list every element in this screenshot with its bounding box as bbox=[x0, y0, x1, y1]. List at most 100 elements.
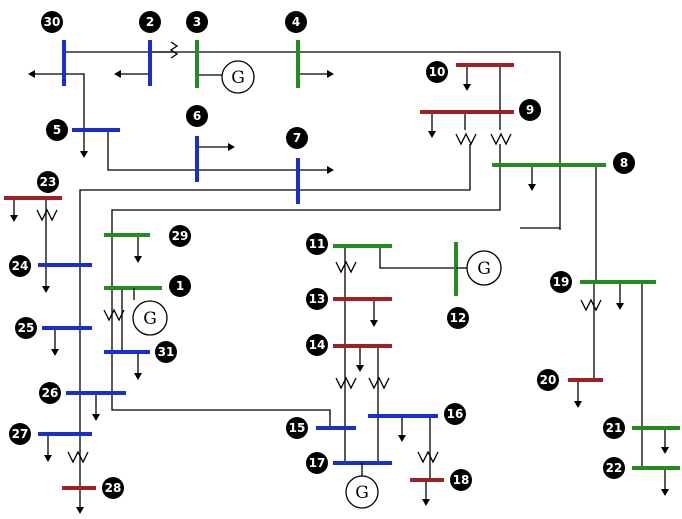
svg-text:12: 12 bbox=[450, 311, 467, 325]
load-arrow-14 bbox=[356, 346, 364, 372]
bus-badge-29: 29 bbox=[169, 225, 191, 247]
line-26-15 bbox=[111, 393, 331, 428]
line-5-7 bbox=[107, 130, 298, 171]
generator-bus-3-icon: G bbox=[221, 60, 255, 94]
svg-text:11: 11 bbox=[309, 237, 326, 251]
load-arrow-22 bbox=[661, 468, 669, 496]
bus-badge-4: 4 bbox=[285, 11, 307, 33]
load-arrow-21 bbox=[661, 428, 669, 454]
load-arrow-26 bbox=[92, 393, 100, 421]
svg-text:9: 9 bbox=[526, 103, 534, 117]
load-arrow-18 bbox=[422, 480, 430, 506]
svg-text:28: 28 bbox=[105, 481, 122, 495]
transformer-1-gen-icon bbox=[103, 308, 125, 322]
bus-badge-26: 26 bbox=[39, 382, 61, 404]
bus-badge-30: 30 bbox=[41, 11, 63, 33]
svg-text:19: 19 bbox=[553, 275, 570, 289]
generator-symbol: G bbox=[355, 483, 369, 503]
load-arrow-20 bbox=[574, 380, 582, 408]
svg-text:5: 5 bbox=[53, 123, 61, 137]
transformer-16-18-icon bbox=[417, 450, 439, 464]
svg-text:13: 13 bbox=[309, 292, 326, 306]
svg-text:3: 3 bbox=[193, 15, 201, 29]
svg-text:10: 10 bbox=[429, 65, 446, 79]
bus-badge-7: 7 bbox=[286, 127, 308, 149]
svg-text:30: 30 bbox=[44, 15, 61, 29]
generator-bus-1-icon: G bbox=[132, 288, 168, 336]
bus-badge-10: 10 bbox=[426, 61, 448, 83]
transformer-9-8a-icon bbox=[455, 132, 477, 146]
svg-text:17: 17 bbox=[309, 456, 326, 470]
bus-bars bbox=[4, 40, 680, 490]
svg-text:29: 29 bbox=[172, 229, 189, 243]
svg-text:1: 1 bbox=[176, 279, 184, 293]
load-arrow-8 bbox=[528, 165, 536, 191]
svg-text:6: 6 bbox=[193, 109, 201, 123]
generator-symbol: G bbox=[231, 68, 245, 88]
load-arrow-2 bbox=[114, 70, 150, 78]
transformer-14-16-icon bbox=[368, 376, 390, 390]
bus-badge-14: 14 bbox=[306, 334, 328, 356]
svg-text:25: 25 bbox=[18, 321, 35, 335]
svg-text:24: 24 bbox=[12, 259, 29, 273]
load-arrow-28-column bbox=[76, 490, 84, 514]
transformer-27-28-icon bbox=[67, 450, 89, 464]
load-arrow-24 bbox=[42, 265, 50, 293]
bus-badge-25: 25 bbox=[15, 317, 37, 339]
load-arrow-9 bbox=[428, 112, 436, 138]
load-arrow-10 bbox=[463, 65, 471, 91]
bus-badge-23: 23 bbox=[37, 171, 59, 193]
generators: G G G G bbox=[132, 60, 502, 509]
bus-badge-24: 24 bbox=[9, 255, 31, 277]
svg-text:4: 4 bbox=[292, 15, 300, 29]
loads bbox=[10, 65, 669, 514]
svg-text:20: 20 bbox=[540, 373, 557, 387]
load-arrow-30 bbox=[28, 70, 64, 78]
bus-badge-8: 8 bbox=[613, 152, 635, 174]
generator-symbol: G bbox=[143, 309, 157, 329]
load-arrow-31 bbox=[134, 352, 142, 380]
transformer-2-3-icon bbox=[169, 41, 179, 59]
transformer-11-17-icon bbox=[335, 260, 357, 274]
bus-badge-28: 28 bbox=[102, 477, 124, 499]
generator-bus-12-icon: G bbox=[456, 250, 502, 286]
bus-badge-3: 3 bbox=[186, 11, 208, 33]
bus-badge-11: 11 bbox=[306, 233, 328, 255]
generator-bus-17-icon: G bbox=[345, 463, 379, 509]
bus-badge-15: 15 bbox=[286, 417, 308, 439]
bus-number-badges: 30 2 3 4 10 9 5 6 7 8 23 29 11 24 1 19 1… bbox=[9, 11, 635, 499]
bus-badge-16: 16 bbox=[444, 403, 466, 425]
line-8-to-26 bbox=[111, 165, 501, 393]
svg-text:7: 7 bbox=[293, 131, 301, 145]
svg-text:31: 31 bbox=[158, 345, 175, 359]
bus-badge-13: 13 bbox=[306, 288, 328, 310]
svg-text:2: 2 bbox=[146, 15, 154, 29]
generator-symbol: G bbox=[477, 259, 491, 279]
transformer-14-15-icon bbox=[335, 376, 357, 390]
line-9-to-24 bbox=[79, 144, 471, 490]
transmission-lines bbox=[45, 51, 643, 490]
svg-text:14: 14 bbox=[309, 338, 326, 352]
transformer-19-20-icon bbox=[580, 298, 602, 312]
bus-badge-6: 6 bbox=[186, 105, 208, 127]
bus-badge-27: 27 bbox=[9, 423, 31, 445]
line-11-12 bbox=[379, 246, 456, 269]
bus-badge-31: 31 bbox=[155, 341, 177, 363]
load-arrow-23 bbox=[10, 198, 18, 222]
bus-badge-9: 9 bbox=[519, 99, 541, 121]
load-arrow-29 bbox=[134, 235, 142, 263]
svg-text:23: 23 bbox=[40, 175, 57, 189]
svg-text:21: 21 bbox=[606, 421, 623, 435]
bus-badge-2: 2 bbox=[139, 11, 161, 33]
svg-text:16: 16 bbox=[447, 407, 464, 421]
load-arrow-19 bbox=[616, 282, 624, 310]
bus-badge-20: 20 bbox=[537, 369, 559, 391]
svg-text:26: 26 bbox=[42, 386, 59, 400]
svg-text:22: 22 bbox=[606, 461, 623, 475]
bus-badge-1: 1 bbox=[169, 275, 191, 297]
load-arrow-5 bbox=[80, 130, 88, 158]
load-arrow-16 bbox=[398, 416, 406, 442]
load-arrow-13 bbox=[370, 299, 378, 327]
transformer-23-24-icon bbox=[36, 208, 58, 222]
